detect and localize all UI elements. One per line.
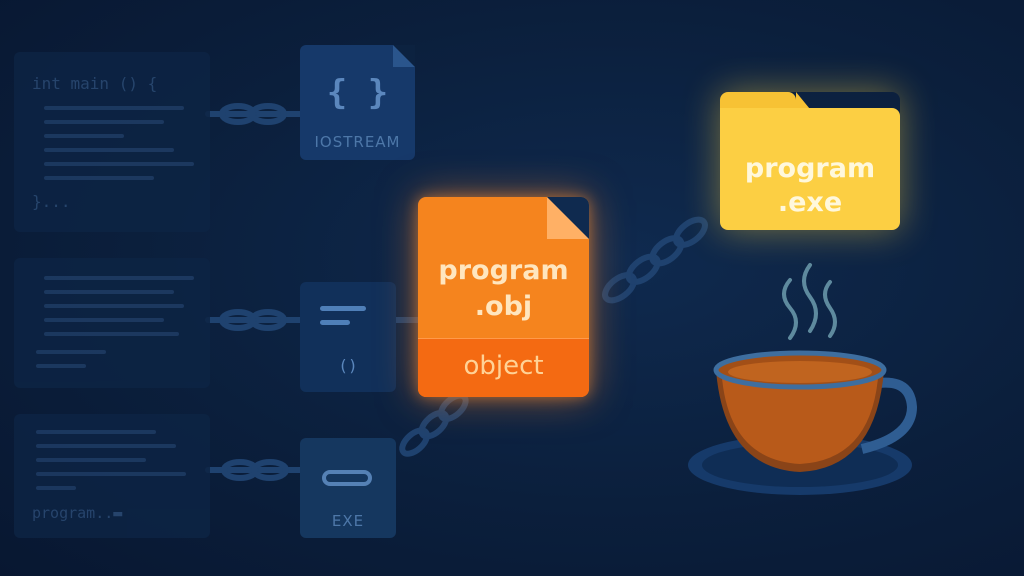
exe-file-name: program.exe (720, 152, 900, 220)
code-panel-middle (14, 258, 210, 388)
capsule-icon (322, 470, 372, 486)
object-file-name-text: program.obj (438, 255, 569, 322)
code-line (36, 350, 106, 354)
code-line (36, 364, 86, 368)
code-line (44, 134, 124, 138)
code-line (44, 332, 179, 336)
teacup-icon (688, 350, 918, 495)
exe-node: EXE (300, 438, 396, 538)
object-file-name: program.obj (418, 253, 589, 325)
exe-file-name-text: program.exe (744, 153, 876, 218)
code-line (44, 120, 164, 124)
code-line (36, 472, 186, 476)
braces-icon: { } (326, 73, 389, 113)
code-line (44, 106, 184, 110)
code-line (44, 318, 164, 322)
code-line (44, 290, 174, 294)
exe-folder: program.exe (720, 92, 900, 230)
folder-body: program.exe (720, 108, 900, 230)
code-line (44, 304, 184, 308)
code-line (44, 276, 194, 280)
code-panel-main: int main () { }... (14, 52, 210, 232)
code-line (36, 458, 146, 462)
iostream-label: IOSTREAM (314, 133, 401, 151)
code-text-main: int main () { (32, 74, 158, 93)
code-line (44, 176, 154, 180)
steam-icon (782, 263, 837, 340)
code-text-program: program..▬ (32, 504, 123, 522)
exe-label: EXE (331, 512, 365, 530)
code-line (36, 486, 76, 490)
code-line (36, 444, 176, 448)
object-tag: object (463, 351, 544, 381)
chain-link (249, 103, 287, 125)
code-line (36, 430, 156, 434)
function-node: () (300, 282, 396, 392)
lines-icon (320, 306, 366, 311)
code-panel-bottom: program..▬ (14, 414, 210, 538)
object-file-card: program.obj object (418, 197, 589, 397)
code-line (44, 162, 194, 166)
lines-icon-bar (320, 320, 350, 325)
iostream-node: { } IOSTREAM (300, 45, 415, 160)
object-tag-bar: object (418, 338, 589, 397)
code-line (44, 148, 174, 152)
parens-icon: () (338, 356, 358, 375)
code-text-close: }... (32, 192, 71, 211)
page-fold-icon (547, 197, 589, 239)
